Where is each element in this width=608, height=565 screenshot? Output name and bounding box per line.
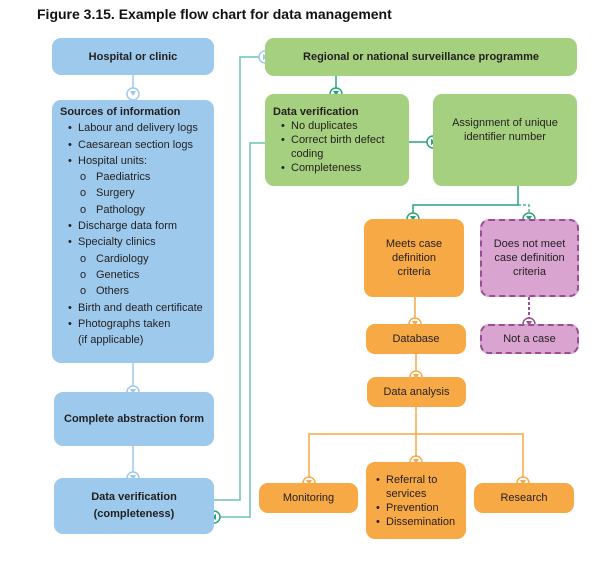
list-item: Prevention	[368, 501, 455, 515]
source-item: (if applicable)	[78, 334, 144, 347]
source-item: Specialty clinics	[60, 234, 203, 251]
verification-list: No duplicates Correct birth defect codin…	[273, 119, 401, 175]
verification-heading: Data verification	[273, 106, 359, 118]
source-item: Hospital units:	[60, 153, 203, 170]
source-item: Labour and delivery logs	[60, 120, 203, 137]
completeness-label: (completeness)	[93, 508, 175, 520]
research-box: Research	[474, 483, 574, 513]
not-a-case-box: Not a case	[480, 324, 579, 354]
list-item: Completeness	[273, 161, 401, 175]
abstraction-box: Complete abstraction form	[54, 392, 214, 446]
outcomes-list: Referral to services Prevention Dissemin…	[368, 473, 455, 529]
source-item: Cardiology	[60, 251, 203, 268]
verification-completeness-box: Data verification (completeness)	[54, 478, 214, 534]
meets-criteria-box: Meets case definition criteria	[364, 219, 464, 297]
source-item: Pathology	[60, 202, 203, 219]
data-verification-box: Data verification No duplicates Correct …	[265, 94, 409, 186]
list-item: Referral to services	[368, 473, 446, 501]
list-item: Correct birth defect coding	[273, 133, 401, 161]
source-item: Others	[60, 283, 203, 300]
source-item: Caesarean section logs	[60, 137, 203, 154]
sources-list: Labour and delivery logsCaesarean sectio…	[60, 120, 203, 348]
source-item: Paediatrics	[60, 169, 203, 186]
monitoring-box: Monitoring	[259, 483, 358, 513]
list-item: No duplicates	[273, 119, 401, 133]
data-analysis-box: Data analysis	[367, 377, 466, 407]
hospital-box: Hospital or clinic	[52, 38, 214, 75]
sources-heading: Sources of information	[60, 106, 181, 118]
source-item: Birth and death certificate	[60, 300, 203, 317]
source-item: Photographs taken	[60, 316, 203, 333]
assignment-box: Assignment of unique identifier number	[433, 94, 577, 186]
sources-box: Sources of information Labour and delive…	[52, 100, 214, 363]
source-item: Genetics	[60, 267, 203, 284]
source-item: Discharge data form	[60, 218, 203, 235]
source-item: Surgery	[60, 185, 203, 202]
figure-title: Figure 3.15. Example flow chart for data…	[37, 6, 392, 22]
verification-label: Data verification	[91, 491, 177, 503]
outcomes-box: Referral to services Prevention Dissemin…	[366, 462, 466, 539]
regional-programme-box: Regional or national surveillance progra…	[265, 38, 577, 76]
database-box: Database	[366, 324, 466, 354]
list-item: Dissemination	[368, 515, 455, 529]
not-meet-criteria-box: Does not meet case definition criteria	[480, 219, 579, 297]
